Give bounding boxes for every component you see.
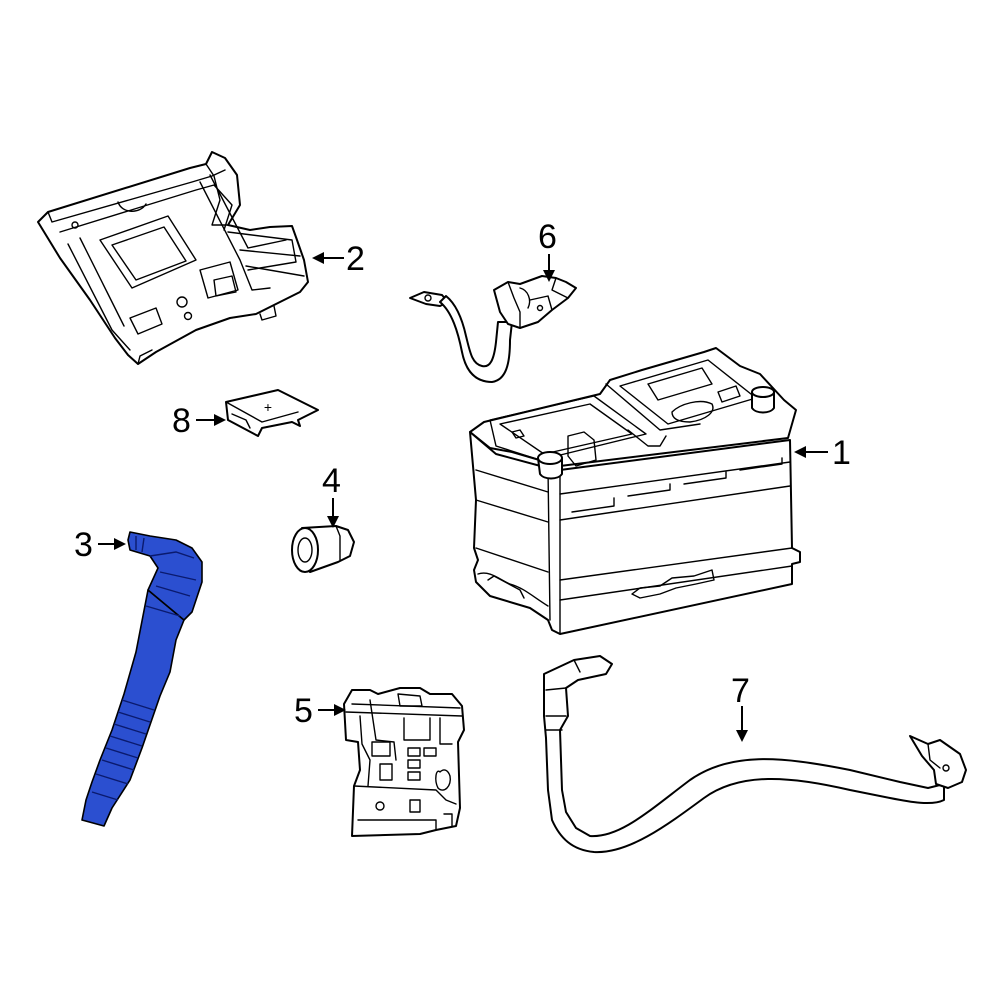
- callout-8: 8: [172, 402, 226, 440]
- callout-label-6: 6: [538, 218, 557, 256]
- callout-5: 5: [294, 692, 346, 730]
- part-3-highlighted-connector[interactable]: [81, 531, 203, 827]
- callout-2: 2: [312, 240, 365, 278]
- callout-label-7: 7: [731, 672, 750, 710]
- callout-3: 3: [74, 526, 126, 564]
- callout-label-3: 3: [74, 526, 93, 564]
- callout-7: 7: [731, 672, 750, 742]
- part-2-battery-tray[interactable]: [37, 151, 309, 365]
- callout-6: 6: [538, 218, 557, 282]
- callout-label-2: 2: [346, 240, 365, 278]
- part-5-fuse-box[interactable]: [343, 687, 465, 837]
- callout-4: 4: [322, 462, 341, 528]
- cover-plus-symbol: +: [264, 399, 272, 415]
- part-7-ground-cable[interactable]: [543, 655, 967, 854]
- part-8-terminal-cover[interactable]: +: [225, 389, 319, 437]
- callout-1: 1: [794, 434, 851, 472]
- part-4-grommet[interactable]: [291, 525, 355, 573]
- callout-label-4: 4: [322, 462, 341, 500]
- part-6-terminal-cable[interactable]: [409, 275, 577, 383]
- callout-label-8: 8: [172, 402, 191, 440]
- part-1-battery[interactable]: [469, 347, 801, 635]
- part-3-tube: [81, 589, 185, 827]
- callout-label-1: 1: [832, 434, 851, 472]
- callout-label-5: 5: [294, 692, 313, 730]
